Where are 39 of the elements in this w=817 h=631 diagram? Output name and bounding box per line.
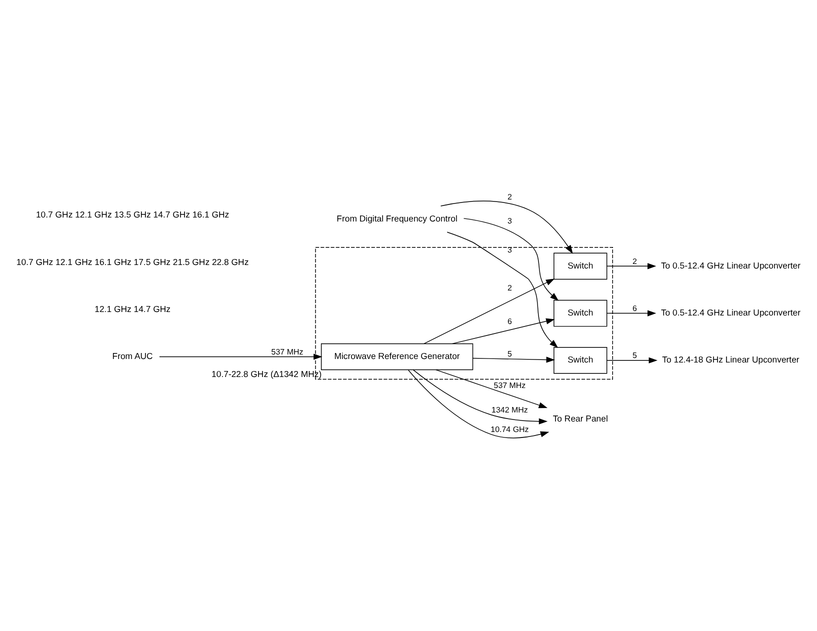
arrow	[158, 354, 322, 360]
arrow	[606, 310, 656, 316]
label: 10.7 GHz 12.1 GHz 13.5 GHz 14.7 GHz 16.1 GHz	[35, 210, 229, 220]
arrow	[435, 369, 547, 408]
node-text: To 0.5-12.4 GHz Linear Upconverter	[660, 260, 800, 270]
node-box: Microwave Reference Generator	[320, 343, 473, 370]
edge-label: 2	[632, 256, 636, 266]
edge-label: 5	[632, 351, 636, 360]
node-text: To 0.5-12.4 GHz Linear Upconverter	[660, 308, 800, 318]
edge-label: 10.74 GHz	[490, 424, 528, 434]
edge-label: 537 MHz	[270, 347, 303, 356]
node-text: To 12.4-18 GHz Linear Upconverter	[662, 354, 799, 365]
arrow	[606, 357, 657, 364]
arrow	[423, 278, 554, 344]
arrow	[451, 318, 554, 344]
node-box: Switch	[553, 300, 607, 327]
node-box: Switch	[553, 346, 607, 374]
label: 12.1 GHz 14.7 GHz	[94, 304, 170, 314]
edge-label: 6	[632, 304, 636, 313]
arrow	[462, 218, 558, 301]
edge-label: 3	[507, 216, 512, 226]
node-text: From Digital Frequency Control	[336, 213, 457, 224]
label: 10.7 GHz 12.1 GHz 16.1 GHz 17.5 GHz 21.5 GHz 22.8 GHz	[16, 256, 248, 267]
node-text: From AUC	[112, 350, 152, 361]
edge-label: 1342 MHz	[491, 405, 528, 414]
arrow	[446, 232, 558, 348]
arrow	[606, 263, 656, 270]
arrow	[412, 370, 548, 424]
edge-label: 2	[507, 192, 512, 202]
arrow	[472, 356, 554, 363]
arrow	[440, 200, 572, 254]
edge-label: 2	[507, 284, 512, 293]
node-text: To Rear Panel	[552, 413, 608, 424]
edge-label: 5	[507, 350, 512, 359]
node-label: 10.7-22.8 GHz (Δ1342 MHz)	[211, 368, 322, 379]
edge-label: 6	[507, 316, 512, 326]
arrow	[408, 370, 549, 438]
node-box: Switch	[553, 252, 607, 280]
edge-label: 537 MHz	[493, 380, 526, 390]
